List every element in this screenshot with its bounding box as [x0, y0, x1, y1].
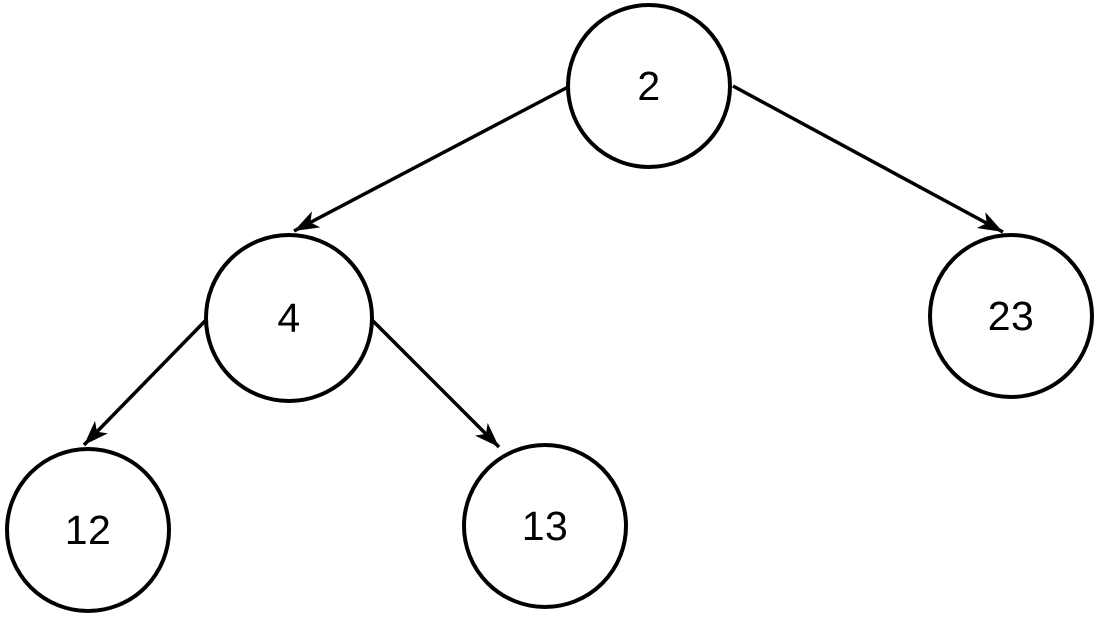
tree-node-left-left-grandchild: 12	[5, 447, 171, 613]
tree-node-left-child: 4	[204, 233, 374, 403]
node-value: 23	[987, 292, 1035, 339]
tree-node-right-child: 23	[928, 233, 1094, 399]
tree-node-root: 2	[566, 3, 732, 169]
node-value: 4	[277, 294, 301, 341]
node-value: 13	[521, 502, 569, 549]
edge-4-to-12	[82, 318, 208, 447]
node-value: 2	[637, 62, 661, 109]
edge-2-to-4	[293, 84, 571, 233]
edge-4-to-13	[370, 318, 501, 449]
tree-node-left-right-grandchild: 13	[462, 443, 628, 609]
node-value: 12	[64, 506, 112, 553]
edge-2-to-23	[732, 84, 1004, 234]
